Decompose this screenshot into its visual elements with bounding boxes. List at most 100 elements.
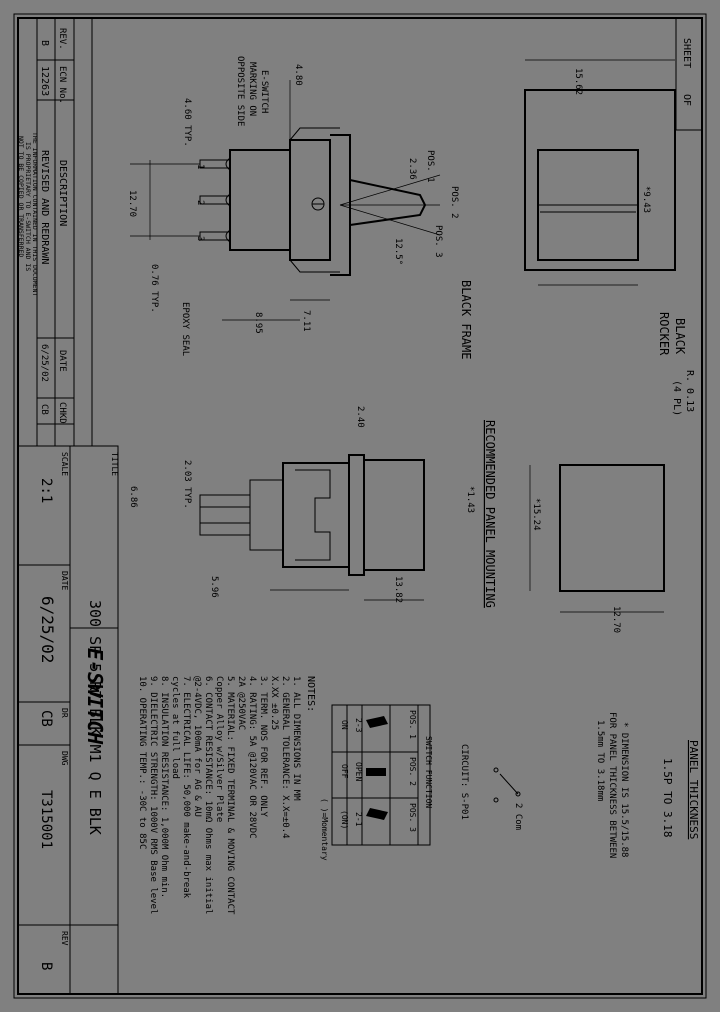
front-view-switch: [524, 89, 676, 271]
black-rocker-label-2: ROCKER: [657, 312, 671, 356]
pos3-label: POS. 3: [433, 225, 443, 258]
svg-text:FOR PANEL THICKNESS BETWEEN: FOR PANEL THICKNESS BETWEEN: [607, 712, 617, 858]
table-row1-cell3: 2-1: [354, 812, 363, 827]
dim-4-60: 4.60 TYP.: [182, 98, 192, 147]
svg-text:OPPOSITE SIDE: OPPOSITE SIDE: [235, 56, 245, 126]
svg-text:@2-4VDC, 100mA for AG & AU: @2-4VDC, 100mA for AG & AU: [192, 676, 202, 817]
svg-text:1. ALL DIMENSIONS IN MM: 1. ALL DIMENSIONS IN MM: [291, 676, 301, 801]
svg-text:NOT TO BE COPIED OR TRANSFERRE: NOT TO BE COPIED OR TRANSFERRED: [17, 136, 25, 257]
dim-2-03: 2.03 TYP.: [182, 460, 192, 509]
table-row2-cell2: OFF: [340, 764, 349, 779]
dimension-note: * DIMENSION IS 15.5/15.88 FOR PANEL THIC…: [595, 712, 629, 858]
svg-text:2. GENERAL TOLERANCE: X.X=±0.4: 2. GENERAL TOLERANCE: X.X=±0.4: [280, 676, 290, 839]
dim-1-43: *1.43: [465, 486, 475, 513]
svg-text:3. TERM. NOS FOR REF. ONLY: 3. TERM. NOS FOR REF. ONLY: [258, 676, 268, 817]
black-frame-label: BLACK FRAME: [459, 280, 473, 359]
svg-text:NOTES:: NOTES:: [305, 676, 316, 712]
switch-table-title: SWITCH FUNCTION: [424, 736, 433, 808]
dim-5-96: 5.96: [209, 576, 219, 598]
dwg-value: T315001: [38, 790, 54, 849]
switch-function-table: [331, 704, 431, 846]
outer-border: [13, 13, 707, 999]
dim-r0-13: R. 0.13: [684, 370, 695, 412]
date2-label: DATE: [60, 571, 69, 590]
dim-2-36: 2.36: [407, 158, 417, 180]
rocker-pos2-icon: [366, 768, 386, 776]
circuit-com-label: 2 Com: [513, 803, 523, 830]
title-label: TITLE: [110, 452, 119, 476]
rev-value: B: [39, 40, 50, 46]
dim-2-40: 2.40: [355, 406, 365, 428]
dim-7-11: 7.11: [301, 310, 311, 332]
rocker-pos3-icon: [366, 808, 388, 820]
svg-text:* DIMENSION IS 15.5/15.88: * DIMENSION IS 15.5/15.88: [619, 722, 629, 857]
rev2-label: REV: [60, 931, 69, 946]
main-title-block: SCALE 2:1 DATE 6/25/02 DR CB DWG T315001…: [17, 445, 119, 995]
svg-text:E-SWITCH: E-SWITCH: [259, 70, 269, 113]
svg-text:6. CONTACT RESISTANCE: 10mΩ Oh: 6. CONTACT RESISTANCE: 10mΩ Ohms max ini…: [203, 676, 213, 914]
table-header-pos2: POS. 2: [408, 757, 417, 786]
rocker-pos1-icon: [366, 716, 388, 728]
recommended-panel-mounting: RECOMMENDED PANEL MOUNTING: [483, 420, 497, 608]
svg-text:cycles at full load: cycles at full load: [170, 676, 180, 779]
chkd-value: CB: [39, 404, 49, 415]
svg-text:Copper Alloy w/Silver Plate: Copper Alloy w/Silver Plate: [214, 676, 224, 822]
revision-block: REV. B ECN No. 12263 DESCRIPTION REVISED…: [17, 17, 93, 447]
dim-13-82: 13.82: [393, 576, 403, 603]
dwg-label: DWG: [60, 751, 69, 766]
pin-2-label: 2: [195, 200, 205, 205]
table-row2-cell3: (ON): [340, 810, 349, 829]
chkd-label: CHKD: [57, 402, 67, 424]
table-row1-cell1: 2-3: [354, 718, 363, 733]
svg-text:8. INSULATION RESISTANCE: 1,00: 8. INSULATION RESISTANCE: 1,000M Ohm min…: [159, 676, 169, 898]
ecn-value: 12263: [39, 66, 50, 96]
dim-0-76: 0.76 TYP.: [149, 264, 159, 313]
table-row2-cell1: ON: [340, 720, 349, 730]
bottom-side-view: [199, 454, 425, 576]
panel-cutout: [559, 464, 665, 592]
scale-label: SCALE: [60, 452, 69, 476]
of-label: OF: [681, 94, 692, 106]
table-row1-cell2: OPEN: [354, 762, 363, 781]
svg-text:5. MATERIAL: FIXED TERMINAL &: 5. MATERIAL: FIXED TERMINAL & MOVING CON…: [225, 676, 235, 915]
dim-12-5: 12.5°: [393, 238, 403, 265]
svg-text:2A @250VAC: 2A @250VAC: [236, 676, 246, 730]
sheet-label: SHEET: [681, 38, 692, 68]
panel-range: 1.5P TO 3.18: [661, 758, 674, 837]
sheet-block: SHEET OF: [675, 17, 703, 131]
pin-1-label: 1: [195, 164, 205, 169]
dim-12-70: 12.70: [127, 190, 137, 217]
dim-9-43: *9.43: [641, 186, 651, 213]
svg-text:IS PROPRIETARY TO E-SWITCH AND: IS PROPRIETARY TO E-SWITCH AND IS: [24, 142, 32, 271]
title-value: 300 SP 5 R7 BLK M1 Q E BLK: [86, 600, 104, 835]
epoxy-seal-label: EPOXY SEAL: [180, 302, 190, 356]
table-header-pos3: POS. 3: [408, 803, 417, 832]
black-rocker-label: BLACK: [673, 318, 687, 355]
svg-text:10. OPERATING TEMP.: -30C to 8: 10. OPERATING TEMP.: -30C to 85C: [137, 676, 147, 849]
dim-8-95: 8.95: [253, 312, 263, 334]
svg-text:9. DIELECTRIC STRENGTH: 1000V: 9. DIELECTRIC STRENGTH: 1000V RMS Base l…: [148, 676, 158, 914]
panel-thickness-label: PANEL THICKNESS: [687, 740, 700, 839]
pos1-label: POS. 1: [425, 150, 435, 183]
proprietary-note: THE INFORMATION CONTAINED IN THIS DOCUME…: [17, 132, 39, 296]
rev2-value: B: [38, 962, 54, 970]
pos2-label: POS. 2: [449, 186, 459, 219]
dim-6-86: 6.86: [128, 486, 138, 508]
svg-text:MARKING ON: MARKING ON: [247, 62, 257, 116]
date2-value: 6/25/02: [38, 596, 57, 663]
svg-text:7. ELECTRICAL LIFE: 50,000 mak: 7. ELECTRICAL LIFE: 50,000 make-and-brea…: [181, 676, 191, 899]
dim-15-62: 15.62: [573, 68, 583, 95]
ecn-label: ECN No.: [57, 66, 67, 104]
date-value: 6/25/02: [39, 344, 49, 382]
svg-text:1.5mm TO 3.18mm: 1.5mm TO 3.18mm: [595, 720, 605, 801]
dr-label: DR: [60, 708, 69, 718]
e-switch-logo: E-SWITCH: [83, 648, 107, 745]
rev-label: REV.: [57, 28, 67, 50]
dim-4-80: 4.80: [293, 64, 303, 86]
notes-block: NOTES: 1. ALL DIMENSIONS IN MM 2. GENERA…: [137, 676, 316, 915]
dim-12-70b: 12.70: [611, 606, 621, 633]
svg-text:THE INFORMATION CONTAINED IN T: THE INFORMATION CONTAINED IN THIS DOCUME…: [31, 132, 39, 296]
date-label: DATE: [57, 350, 67, 372]
